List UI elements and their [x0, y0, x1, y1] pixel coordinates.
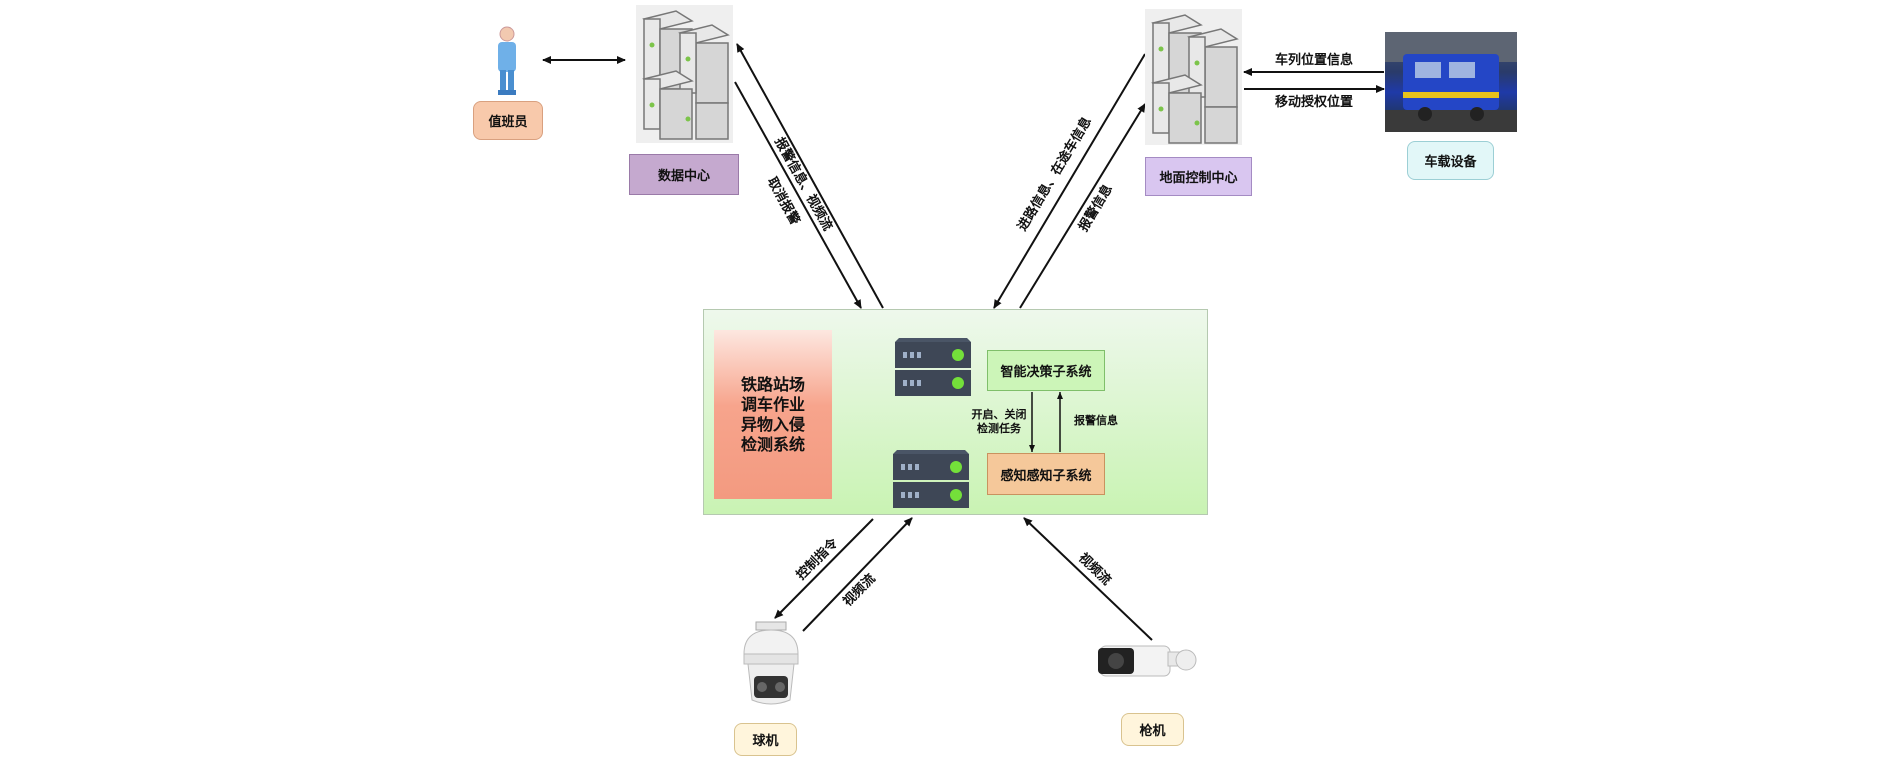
bullet-camera-node — [1096, 638, 1198, 686]
bullet-video-arrow — [1023, 517, 1153, 641]
bullet-camera-label: 枪机 — [1121, 713, 1184, 746]
alarm-info-label: 报警信息 — [1074, 414, 1118, 427]
dc-down-arrow — [734, 81, 862, 309]
person-icon — [498, 26, 516, 95]
data-center-node — [636, 5, 733, 143]
server-rack-icon — [642, 10, 730, 140]
edge-label-bullet-video: 视频流 — [1075, 550, 1114, 589]
ground-control-node — [1145, 9, 1242, 145]
data-center-label: 数据中心 — [629, 154, 739, 195]
dome-camera-icon — [743, 621, 799, 705]
title-line: 调车作业 — [740, 394, 805, 414]
title-line: 检测系统 — [740, 434, 805, 454]
title-line: 异物入侵 — [740, 414, 805, 434]
gc-up-arrow — [1019, 103, 1146, 309]
decision-subsystem-box: 智能决策子系统 — [987, 350, 1105, 391]
gc-down-arrow — [993, 53, 1146, 309]
ground-control-label: 地面控制中心 — [1145, 157, 1252, 196]
operator-node — [490, 24, 524, 96]
dome-ctrl-arrow — [774, 518, 874, 619]
edge-label-dome-video: 视频流 — [840, 571, 879, 610]
dome-camera-label: 球机 — [734, 723, 797, 756]
operator-label: 值班员 — [473, 101, 543, 140]
perception-subsystem-box: 感知感知子系统 — [987, 453, 1105, 495]
task-control-label: 开启、关闭 检测任务 — [964, 408, 1034, 436]
server-rack-icon — [1151, 14, 1239, 144]
title-line: 铁路站场 — [740, 374, 805, 394]
task-control-line: 检测任务 — [977, 422, 1021, 435]
dome-video-arrow — [802, 517, 913, 632]
task-control-line: 开启、关闭 — [971, 408, 1027, 421]
locomotive-image — [1385, 32, 1517, 132]
perception-server-icon — [891, 444, 971, 512]
decision-server-icon — [893, 332, 973, 400]
bullet-camera-icon — [1098, 645, 1197, 677]
dome-camera-node — [738, 620, 804, 710]
main-system-title: 铁路站场 调车作业 异物入侵 检测系统 — [714, 330, 832, 499]
edge-label-move-auth: 移动授权位置 — [1275, 94, 1353, 110]
edge-label-train-pos: 车列位置信息 — [1275, 52, 1353, 68]
dc-up-arrow — [736, 43, 884, 309]
onboard-label: 车载设备 — [1407, 141, 1494, 180]
